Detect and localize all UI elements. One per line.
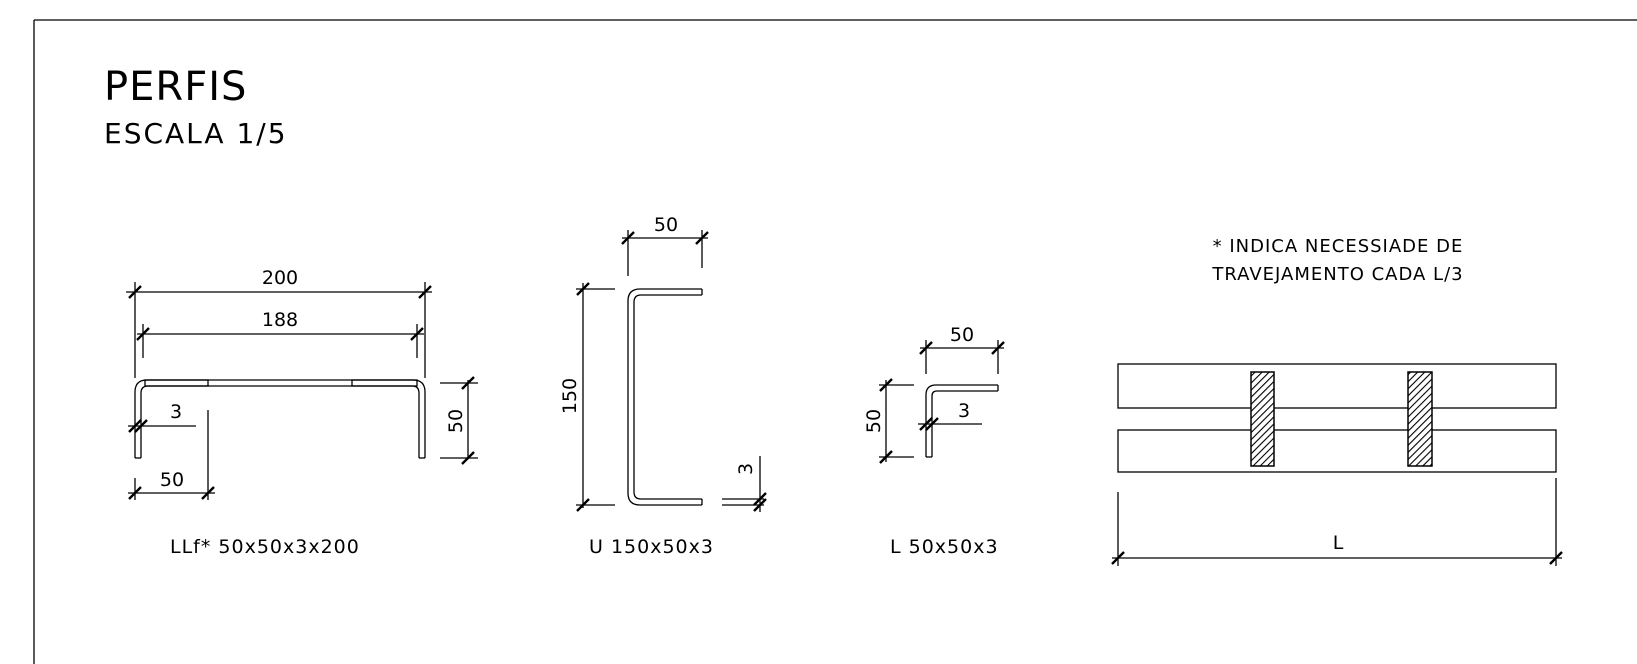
drawing-title: PERFIS	[104, 64, 247, 110]
dim-bracing-length-label: L	[1333, 532, 1344, 554]
dim-llf-total: 200	[126, 267, 432, 378]
profile-u: 50 150 3 U 150x50x3	[559, 214, 767, 558]
profile-l: 50 50 3 L 50x50x3	[863, 324, 1005, 558]
dim-llf-total-label: 200	[262, 267, 298, 289]
u-caption: U 150x50x3	[589, 536, 714, 558]
l-section	[925, 384, 999, 458]
beam-top	[1117, 363, 1557, 409]
bracing-detail: * INDICA NECESSIADE DE TRAVEJAMENTO CADA…	[1111, 236, 1563, 566]
dim-u-flange-label: 50	[654, 214, 678, 236]
beam-bottom	[1117, 429, 1557, 473]
dim-bracing-length: L	[1111, 478, 1563, 566]
dim-u-flange: 50	[621, 214, 709, 276]
dim-l-thickness: 3	[918, 400, 982, 431]
dim-llf-thickness-label: 3	[170, 401, 182, 423]
dim-l-thickness-label: 3	[958, 400, 970, 422]
dim-llf-height-label: 50	[445, 409, 467, 433]
dim-u-height: 150	[559, 282, 615, 512]
dim-l-flange: 50	[919, 324, 1005, 374]
l-caption: L 50x50x3	[890, 536, 999, 558]
dim-l-height: 50	[863, 378, 914, 464]
profile-llf: 200 188 50	[126, 267, 478, 558]
llf-section	[134, 379, 426, 459]
bracing-note-line2: TRAVEJAMENTO CADA L/3	[1211, 264, 1463, 285]
dim-llf-flange-label: 50	[160, 469, 184, 491]
brace-block-2	[1407, 371, 1433, 467]
u-section	[627, 288, 703, 506]
dim-u-height-label: 150	[559, 378, 581, 414]
dim-llf-thickness: 3	[128, 401, 196, 433]
dim-llf-flange: 50	[128, 410, 215, 500]
dim-llf-height: 50	[440, 376, 478, 465]
dim-llf-inner: 188	[136, 309, 424, 358]
dim-u-thickness: 3	[722, 456, 767, 512]
dim-u-thickness-label: 3	[735, 463, 757, 475]
sheet-frame	[33, 19, 1637, 664]
llf-caption: LLf* 50x50x3x200	[170, 536, 360, 558]
brace-block-1	[1250, 371, 1275, 467]
drawing-scale: ESCALA 1/5	[104, 117, 288, 150]
bracing-note-line1: * INDICA NECESSIADE DE	[1213, 236, 1464, 257]
dim-l-flange-label: 50	[950, 324, 974, 346]
dim-l-height-label: 50	[863, 409, 885, 433]
dim-llf-inner-label: 188	[262, 309, 298, 331]
